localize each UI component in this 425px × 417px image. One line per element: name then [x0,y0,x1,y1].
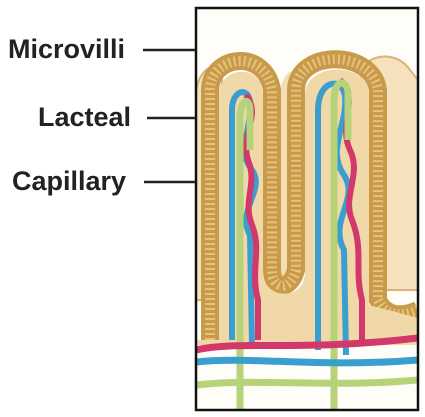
lacteal-label: Lacteal [38,102,132,132]
microvilli-label: Microvilli [8,34,126,64]
villi-tissue [196,8,418,410]
capillary-label: Capillary [12,166,127,196]
illustration-frame [194,6,420,412]
